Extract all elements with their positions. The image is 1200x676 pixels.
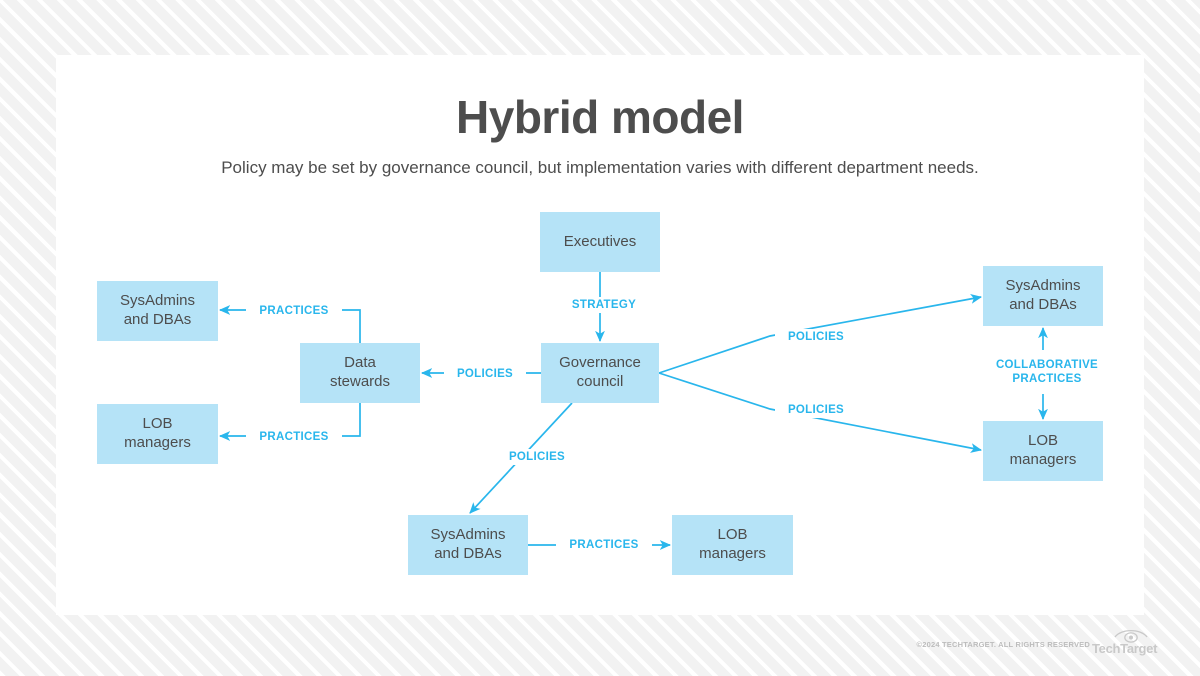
node-data-stewards[interactable]: Data stewards: [300, 343, 420, 403]
page-subtitle: Policy may be set by governance council,…: [221, 158, 979, 177]
node-right-sysadmins-and-dbas[interactable]: SysAdmins and DBAs: [983, 266, 1103, 326]
edge-label-policies-right-sysadmins: POLICIES: [775, 329, 857, 346]
node-left-sysadmins-and-dbas[interactable]: SysAdmins and DBAs: [97, 281, 218, 341]
edge-label-collaborative-practices: COLLABORATIVE PRACTICES: [981, 357, 1113, 388]
edge-label-policies-stewards: POLICIES: [444, 366, 526, 383]
edge-label-policies-bottom: POLICIES: [496, 449, 578, 466]
node-right-lob-managers[interactable]: LOB managers: [983, 421, 1103, 481]
eye-icon: [1114, 628, 1148, 649]
brand-wordmark: TechTarget: [1092, 641, 1158, 656]
node-governance-council[interactable]: Governance council: [541, 343, 659, 403]
edge-label-practices-left-sysadmins: PRACTICES: [246, 303, 342, 320]
connector-policies-right-lob: [658, 372, 983, 453]
edge-label-practices-left-lob: PRACTICES: [246, 429, 342, 446]
edge-label-practices-bottom: PRACTICES: [556, 537, 652, 554]
copyright-notice: ©2024 TECHTARGET. ALL RIGHTS RESERVED: [916, 640, 1090, 649]
node-executives[interactable]: Executives: [540, 212, 660, 272]
node-left-lob-managers[interactable]: LOB managers: [97, 404, 218, 464]
node-bottom-lob-managers[interactable]: LOB managers: [672, 515, 793, 575]
page-title: Hybrid model: [456, 91, 744, 143]
connector-policies-right-sysadmins: [658, 294, 983, 374]
edge-label-strategy: STRATEGY: [562, 297, 646, 314]
edge-label-policies-right-lob: POLICIES: [775, 402, 857, 419]
node-bottom-sysadmins-and-dbas[interactable]: SysAdmins and DBAs: [408, 515, 528, 575]
